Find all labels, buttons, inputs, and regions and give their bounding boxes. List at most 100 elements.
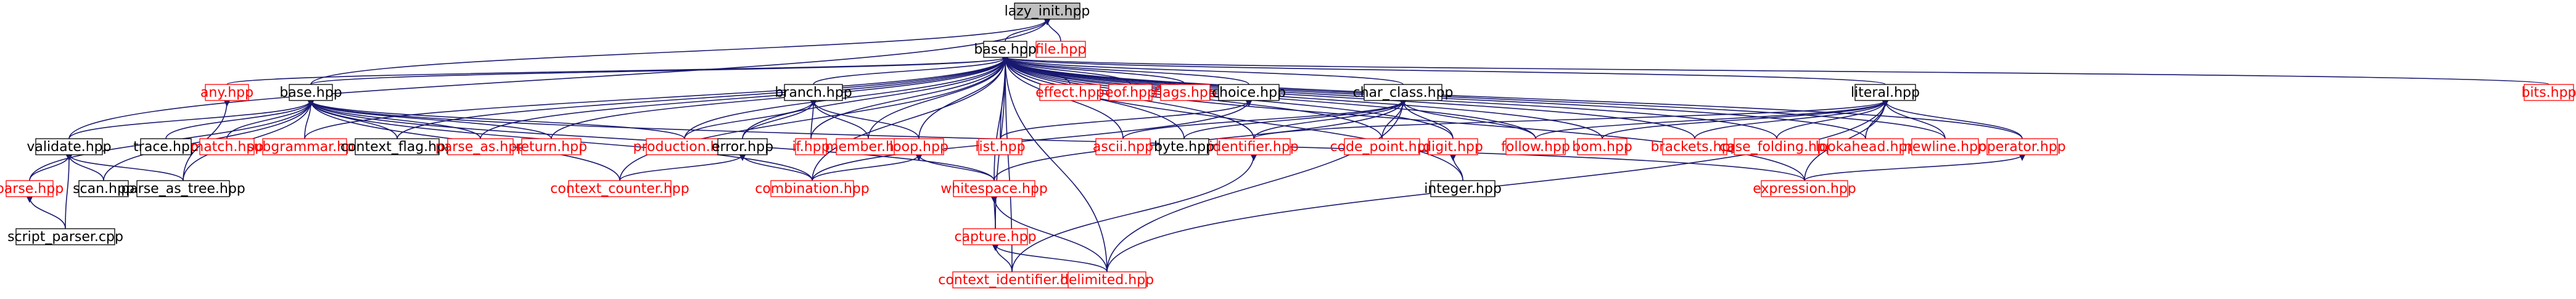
node-label: script_parser.cpp [7,229,123,245]
edge-whitespace-to-loop [915,154,995,181]
node-script-parser[interactable]: script_parser.cpp [7,228,123,245]
node-label: context_counter.hpp [550,181,689,197]
node-subgrammar[interactable]: subgrammar.hpp [247,138,363,155]
node-label: list.hpp [975,139,1025,155]
node-eof[interactable]: eof.hpp [1105,84,1156,101]
node-box [894,138,944,155]
node-bits[interactable]: bits.hpp [2521,84,2576,101]
node-box [568,180,672,197]
edge-validate-to-lazy_init [68,18,1051,139]
node-expression[interactable]: expression.hpp [1753,180,1856,197]
node-byte[interactable]: byte.hpp [1154,138,1214,155]
node-box [784,84,843,101]
node-choice[interactable]: choice.hpp [1212,84,1286,101]
edge-context_identifier-to-capture [992,244,1013,272]
node-box [1217,138,1291,155]
node-box [953,180,1035,197]
node-label: match.hpp [191,139,263,155]
node-any[interactable]: any.hpp [200,84,253,101]
node-list[interactable]: list.hpp [975,138,1026,155]
node-integer[interactable]: integer.hpp [1424,180,1502,197]
node-box [717,138,768,155]
node-brackets[interactable]: brackets.hpp [1650,138,1739,155]
edge-parse-to-validate [29,154,73,181]
node-capture[interactable]: capture.hpp [954,228,1037,245]
node-box [205,84,249,101]
node-box [983,41,1027,58]
node-context-identifier[interactable]: context_identifier.hpp [938,271,1086,289]
node-box [15,228,115,245]
edge-operator-to-literal [1882,99,2023,139]
edge-context_identifier-to-identifier [1011,154,1257,272]
node-combination[interactable]: combination.hpp [755,180,870,197]
node-newline[interactable]: newline.hpp [1904,138,1986,155]
edge-branch-to-base_top [813,56,1009,85]
node-label: delimited.hpp [1060,272,1154,288]
edge-combination-to-base_top [812,56,1009,181]
node-if[interactable]: if.hpp [792,138,830,155]
edge-newline-to-base_top [1002,56,1946,139]
node-loop[interactable]: loop.hpp [889,138,949,155]
node-box [136,180,230,197]
node-label: scan.hpp [73,181,134,197]
node-label: whitespace.hpp [940,181,1048,197]
edge-bits-to-base_top [1002,56,2549,85]
node-scan[interactable]: scan.hpp [73,180,134,197]
node-whitespace[interactable]: whitespace.hpp [940,180,1048,197]
node-branch[interactable]: branch.hpp [775,84,852,101]
node-parse[interactable]: parse.hpp [0,180,64,197]
node-label: combination.hpp [755,181,870,197]
node-box [1068,271,1146,289]
node-label: brackets.hpp [1650,139,1739,155]
node-ascii[interactable]: ascii.hpp [1093,138,1153,155]
node-delimited[interactable]: delimited.hpp [1060,271,1154,289]
edge-subgrammar-to-base_top [304,56,1009,139]
edge-flags-to-base_top [1002,56,1186,85]
node-identifier[interactable]: identifier.hpp [1209,138,1299,155]
edge-bom-to-base_top [1002,56,1603,139]
node-digit[interactable]: digit.hpp [1423,138,1483,155]
node-flags[interactable]: flags.hpp [1154,84,1217,101]
node-box [289,84,333,101]
node-label: validate.hpp [27,139,111,155]
edge-context_flag-to-base_top [397,56,1009,139]
node-case-folding[interactable]: case_folding.hpp [1719,138,1834,155]
node-box [1159,138,1209,155]
node-match[interactable]: match.hpp [191,138,263,155]
node-label: eof.hpp [1105,85,1156,100]
node-label: effect.hpp [1035,85,1105,100]
node-label: operator.hpp [1978,139,2065,155]
node-validate[interactable]: validate.hpp [27,138,112,155]
node-parse-as-tree[interactable]: parse_as_tree.hpp [121,180,245,197]
edge-loop-to-branch [810,99,920,139]
node-base-top[interactable]: base.hpp [974,41,1037,58]
edge-base_mid-to-lazy_init [310,18,1051,85]
node-base-mid[interactable]: base.hpp [279,84,342,101]
node-context-counter[interactable]: context_counter.hpp [550,180,689,197]
node-label: flags.hpp [1154,85,1217,100]
node-box [1577,138,1627,155]
node-trace[interactable]: trace.hpp [133,138,199,155]
edge-base_mid-to-base_top [310,56,1009,85]
node-lookahead[interactable]: lookahead.hpp [1816,138,1916,155]
node-operator[interactable]: operator.hpp [1978,138,2066,155]
node-box [1662,138,1727,155]
node-effect[interactable]: effect.hpp [1035,84,1105,101]
node-box [1854,84,1916,101]
node-parse-as[interactable]: parse_as.hpp [435,138,525,155]
node-follow[interactable]: follow.hpp [1501,138,1570,155]
node-label: digit.hpp [1423,139,1483,155]
node-box [521,138,582,155]
node-file[interactable]: file.hpp [1035,41,1086,58]
edge-operator-to-base_top [1002,56,2023,139]
edge-production-to-branch [684,99,817,139]
node-error[interactable]: error.hpp [712,138,773,155]
node-code-point[interactable]: code_point.hpp [1330,138,1434,155]
node-literal[interactable]: literal.hpp [1851,84,1920,101]
node-context-flag[interactable]: context_flag.hpp [340,138,454,155]
node-char-class[interactable]: char_class.hpp [1352,84,1454,101]
node-bom[interactable]: bom.hpp [1572,138,1632,155]
node-return[interactable]: return.hpp [516,138,587,155]
node-box [1344,138,1420,155]
edge-delimited-to-base_top [1002,56,1108,272]
